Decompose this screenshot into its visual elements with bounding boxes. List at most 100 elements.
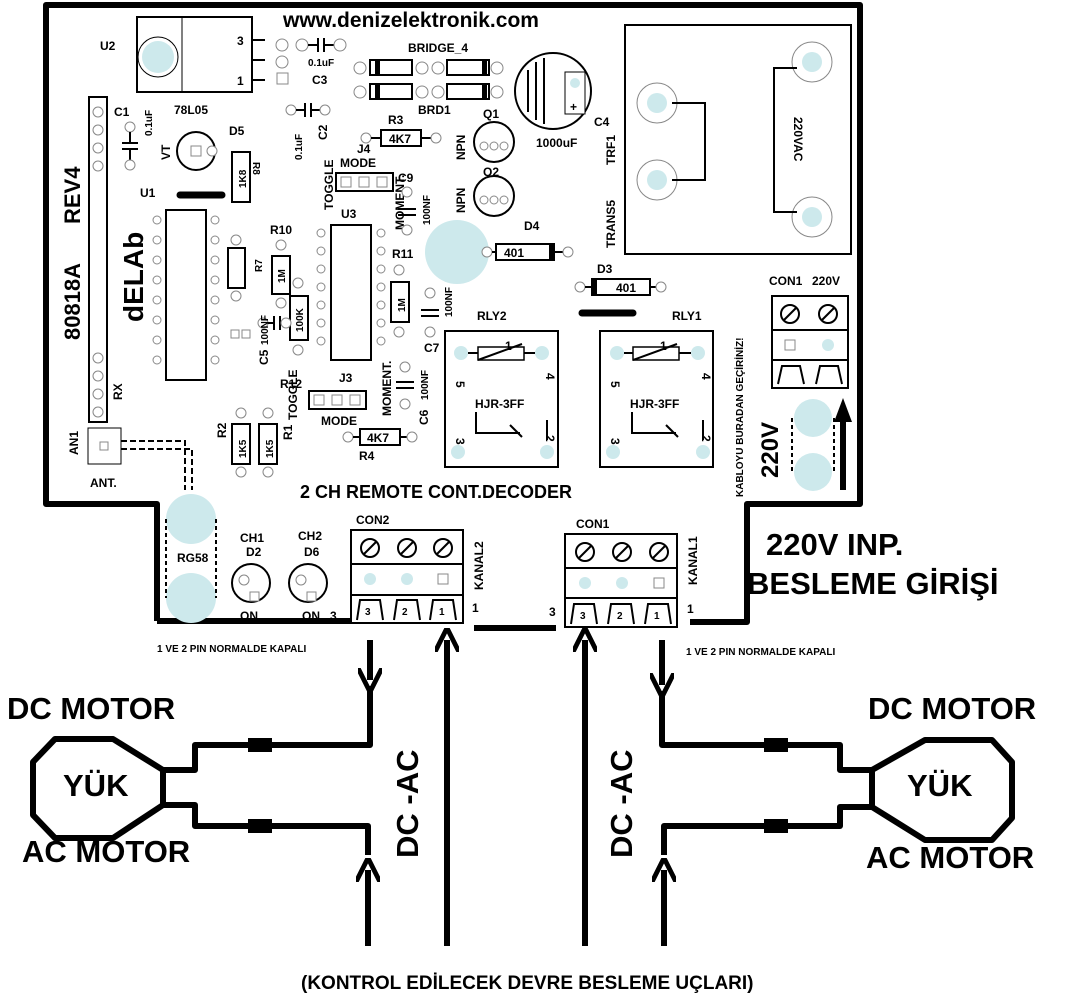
- svg-text:1: 1: [660, 339, 667, 353]
- svg-text:ANT.: ANT.: [90, 476, 117, 490]
- svg-text:YÜK: YÜK: [907, 768, 973, 803]
- svg-text:D5: D5: [229, 124, 245, 138]
- c4-capacitor: +: [514, 52, 592, 130]
- svg-text:R12: R12: [280, 377, 302, 391]
- con1-terminal: [564, 533, 678, 628]
- svg-text:100K: 100K: [295, 307, 306, 332]
- svg-text:220V: 220V: [757, 422, 784, 478]
- svg-text:DC MOTOR: DC MOTOR: [7, 691, 175, 726]
- rg58-cable: [165, 494, 217, 623]
- u3-ic: [316, 224, 386, 361]
- svg-text:1M: 1M: [277, 269, 288, 283]
- mains-terminal: [771, 295, 849, 389]
- svg-text:C3: C3: [312, 73, 328, 87]
- svg-text:80818A: 80818A: [60, 263, 85, 340]
- svg-text:3: 3: [330, 609, 337, 623]
- svg-text:TOGGLE: TOGGLE: [322, 160, 336, 210]
- svg-text:ON: ON: [240, 609, 258, 623]
- svg-text:5: 5: [453, 381, 467, 388]
- svg-text:R4: R4: [359, 449, 375, 463]
- svg-text:(KONTROL EDİLECEK DEVRE BESLEM: (KONTROL EDİLECEK DEVRE BESLEME UÇLARI): [301, 973, 754, 994]
- left-load-wiring: [30, 640, 447, 946]
- svg-text:REV4: REV4: [60, 166, 85, 224]
- svg-text:1M: 1M: [397, 298, 408, 312]
- svg-text:RG58: RG58: [177, 551, 209, 565]
- svg-text:DC MOTOR: DC MOTOR: [868, 691, 1036, 726]
- relay-rly2: [444, 330, 559, 468]
- svg-text:220VAC: 220VAC: [791, 117, 805, 162]
- svg-text:1K5: 1K5: [265, 439, 276, 458]
- svg-text:CON1: CON1: [576, 517, 610, 531]
- svg-text:R3: R3: [388, 113, 404, 127]
- svg-text:1 VE 2 PIN NORMALDE KAPALI: 1 VE 2 PIN NORMALDE KAPALI: [686, 647, 835, 658]
- svg-text:BESLEME GİRİŞİ: BESLEME GİRİŞİ: [747, 566, 998, 601]
- relay-rly1: [599, 330, 714, 468]
- svg-text:100NF: 100NF: [422, 195, 433, 225]
- svg-text:R11: R11: [392, 247, 414, 261]
- svg-text:1: 1: [439, 607, 445, 618]
- svg-text:100NF: 100NF: [420, 370, 431, 400]
- svg-text:C4: C4: [594, 115, 610, 129]
- svg-text:R2: R2: [215, 422, 229, 438]
- svg-text:1: 1: [687, 602, 694, 616]
- svg-text:2: 2: [402, 607, 408, 618]
- svg-text:R10: R10: [270, 223, 292, 237]
- svg-text:AN1: AN1: [67, 431, 81, 455]
- svg-text:AC MOTOR: AC MOTOR: [866, 840, 1034, 875]
- svg-text:401: 401: [616, 281, 636, 295]
- svg-text:3: 3: [549, 605, 556, 619]
- svg-text:100NF: 100NF: [444, 287, 455, 317]
- website-text: www.denizelektronik.com: [282, 9, 539, 32]
- svg-text:4: 4: [699, 373, 713, 380]
- svg-text:1000uF: 1000uF: [536, 136, 577, 150]
- svg-text:C6: C6: [417, 409, 431, 425]
- svg-text:C5: C5: [257, 349, 271, 365]
- svg-text:4K7: 4K7: [389, 132, 411, 146]
- svg-text:1 VE 2 PIN NORMALDE KAPALI: 1 VE 2 PIN NORMALDE KAPALI: [157, 644, 306, 655]
- svg-text:4K7: 4K7: [367, 431, 389, 445]
- svg-text:MOMENT.: MOMENT.: [380, 361, 394, 416]
- svg-text:1: 1: [505, 339, 512, 353]
- svg-text:J3: J3: [339, 371, 353, 385]
- svg-text:TOGGLE: TOGGLE: [286, 370, 300, 420]
- svg-text:C9: C9: [398, 171, 414, 185]
- svg-text:ON: ON: [302, 609, 320, 623]
- right-load-wiring: [585, 640, 1015, 946]
- svg-text:0.1uF: 0.1uF: [308, 58, 334, 69]
- svg-text:Q1: Q1: [483, 107, 499, 121]
- svg-text:R8: R8: [250, 162, 261, 175]
- svg-text:1K5: 1K5: [238, 439, 249, 458]
- svg-text:100NF: 100NF: [260, 315, 271, 345]
- svg-text:J4: J4: [357, 142, 371, 156]
- svg-text:C2: C2: [316, 124, 330, 140]
- svg-text:C7: C7: [424, 341, 440, 355]
- svg-text:DC -AC: DC -AC: [604, 750, 639, 859]
- svg-text:KANAL1: KANAL1: [686, 536, 700, 585]
- svg-text:220V: 220V: [812, 274, 840, 288]
- svg-text:CH2: CH2: [298, 529, 322, 543]
- svg-text:AC MOTOR: AC MOTOR: [22, 834, 190, 869]
- svg-text:KANAL2: KANAL2: [472, 541, 486, 590]
- svg-text:78L05: 78L05: [174, 103, 208, 117]
- svg-text:dELAb: dELAb: [118, 232, 149, 322]
- svg-text:D4: D4: [524, 219, 540, 233]
- svg-text:2: 2: [617, 611, 623, 622]
- svg-text:2: 2: [543, 435, 557, 442]
- svg-text:401: 401: [504, 246, 524, 260]
- svg-text:1: 1: [654, 611, 660, 622]
- svg-text:4: 4: [543, 373, 557, 380]
- svg-text:RLY1: RLY1: [672, 309, 702, 323]
- svg-text:C1: C1: [114, 105, 130, 119]
- svg-text:R1: R1: [281, 424, 295, 440]
- svg-text:DC -AC: DC -AC: [390, 750, 425, 859]
- svg-text:TRF1: TRF1: [604, 135, 618, 165]
- svg-text:220V INP.: 220V INP.: [766, 527, 903, 562]
- u2-regulator: 3 1: [136, 16, 265, 93]
- transformer: 220VAC: [624, 24, 852, 255]
- svg-text:+: +: [570, 100, 577, 114]
- board-title: 2 CH REMOTE CONT.DECODER: [300, 482, 572, 502]
- svg-text:NPN: NPN: [454, 135, 468, 160]
- rx-module-header: [88, 96, 108, 423]
- svg-text:CON1: CON1: [769, 274, 803, 288]
